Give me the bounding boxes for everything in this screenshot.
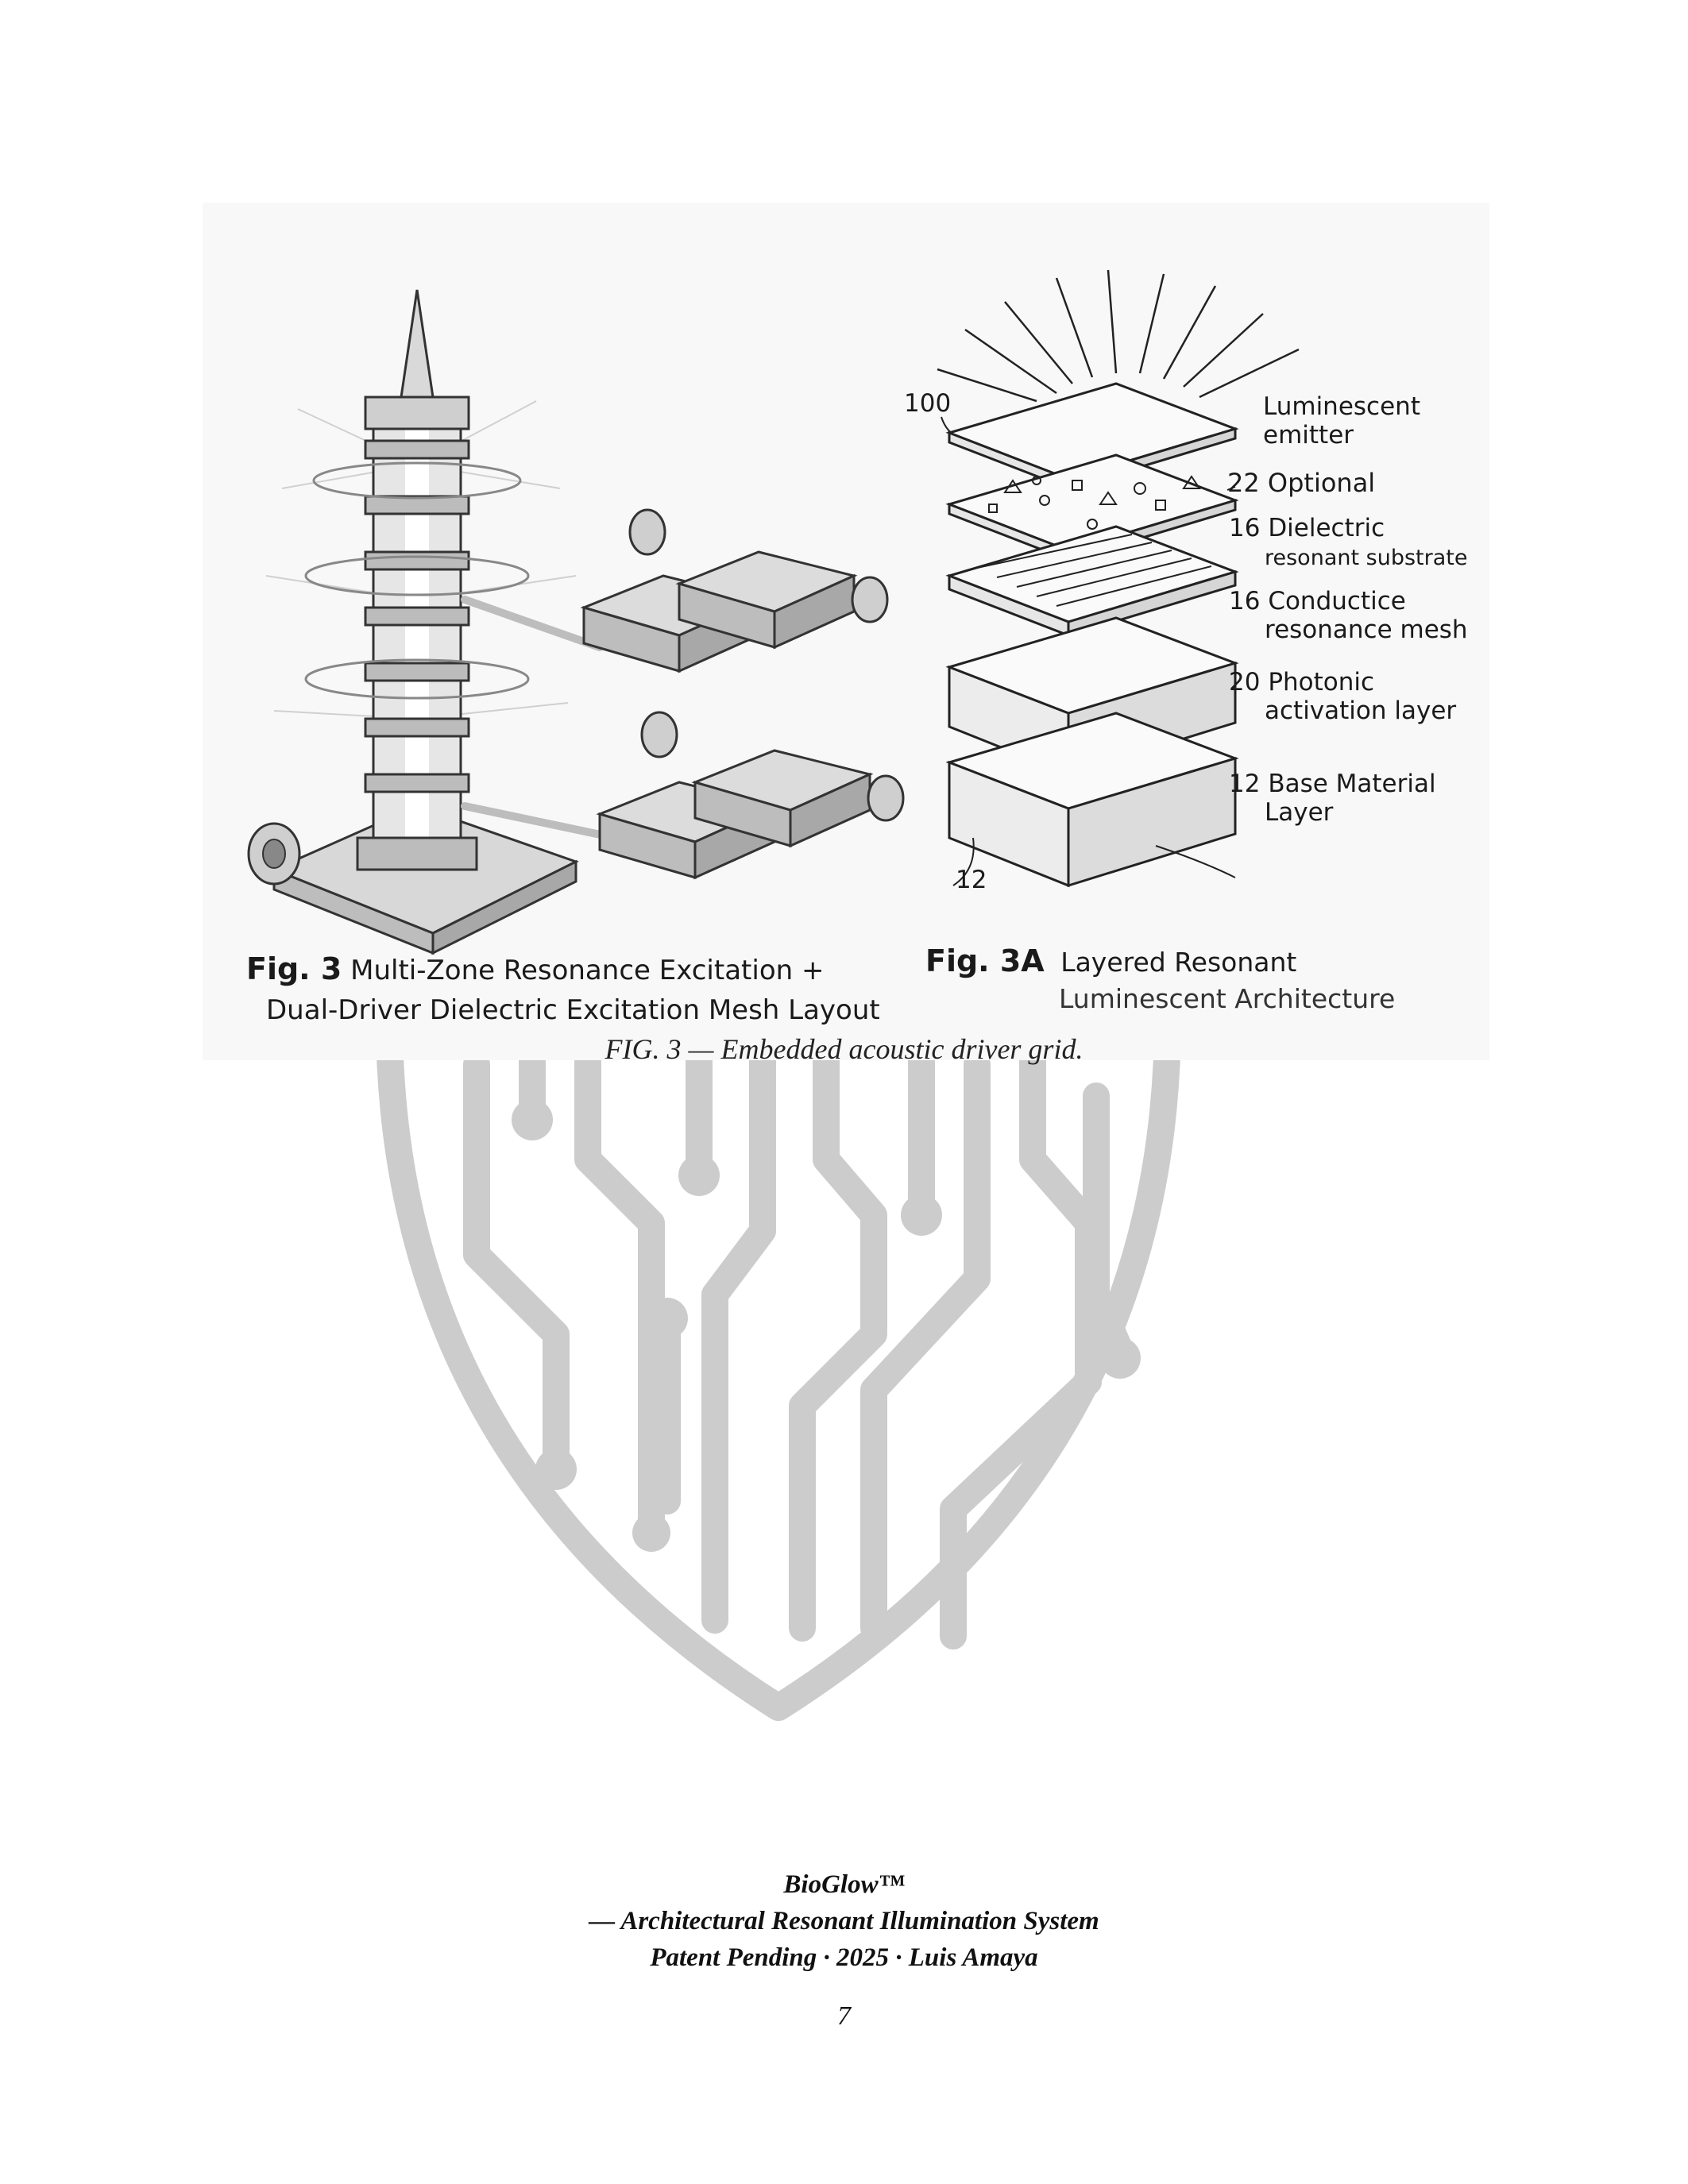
fig-3-number: Fig. 3 — [246, 951, 342, 986]
figure-caption: FIG. 3 — Embedded acoustic driver grid. — [605, 1033, 1083, 1065]
fig-3a-number: Fig. 3A — [925, 943, 1045, 978]
driver-module-cluster-upper — [580, 508, 889, 673]
footer-system-name: — Architectural Resonant Illumination Sy… — [589, 1907, 1099, 1935]
fig-3-title-line1: Multi-Zone Resonance Excitation + — [350, 955, 825, 986]
layer-label-dielectric: 16 Dielectric resonant substrate — [1229, 514, 1468, 571]
layer-2-line1: Optional — [1267, 468, 1376, 498]
driver-module-cluster-lower — [596, 711, 905, 880]
layer-5-line2: activation layer — [1265, 696, 1457, 725]
layer-6-line2: Layer — [1265, 797, 1334, 827]
layer-3-num: 16 — [1229, 514, 1261, 542]
shield-watermark-icon — [376, 1017, 1181, 1721]
layer-1-line1: Luminescent — [1263, 392, 1420, 421]
layer-label-optional: 22 Optional — [1227, 469, 1375, 498]
figure-panel: 100 12 Luminescent emitter 22 Optional 1… — [203, 203, 1489, 1060]
footer: BioGlow™ — Architectural Resonant Illumi… — [0, 1866, 1688, 1976]
reference-number-bottom: 12 — [956, 866, 987, 894]
fig-3a-title-line1: Layered Resonant — [1060, 947, 1297, 978]
footer-patent-line: Patent Pending · 2025 · Luis Amaya — [650, 1943, 1038, 1972]
layer-stack-illustration — [937, 269, 1300, 888]
layer-label-conductive-mesh: 16 Conductice resonance mesh — [1229, 587, 1468, 644]
fig-3a-title: Fig. 3A Layered Resonant Luminescent Arc… — [925, 943, 1395, 1017]
layer-6-line1: Base Material — [1268, 770, 1436, 798]
layer-1-line2: emitter — [1263, 420, 1354, 450]
layer-label-photonic: 20 Photonic activation layer — [1229, 668, 1457, 725]
layer-5-line1: Photonic — [1268, 668, 1375, 696]
reference-number-top: 100 — [904, 389, 952, 418]
figure-illustration — [247, 269, 1300, 955]
layer-4-line1: Conductice — [1268, 587, 1406, 615]
layer-4-line2: resonance mesh — [1265, 615, 1468, 644]
layer-label-emitter: Luminescent emitter — [1263, 392, 1420, 450]
layer-6-num: 12 — [1229, 770, 1261, 798]
layer-4-num: 16 — [1229, 587, 1261, 615]
layer-2-num: 22 — [1227, 468, 1260, 498]
layer-label-base: 12 Base Material Layer — [1229, 770, 1436, 827]
layer-3-line2: resonant substrate — [1265, 545, 1468, 570]
layer-3-line1: Dielectric — [1268, 514, 1385, 542]
page-number: 7 — [837, 2001, 851, 2031]
fig-3-title: Fig. 3 Multi-Zone Resonance Excitation +… — [246, 949, 880, 1030]
fig-3a-title-line2: Luminescent Architecture — [1059, 983, 1396, 1014]
footer-product-name: BioGlow™ — [783, 1870, 905, 1899]
resonance-tower-illustration — [247, 289, 579, 955]
layer-5-num: 20 — [1229, 668, 1261, 696]
fig-3-title-line2: Dual-Driver Dielectric Excitation Mesh L… — [266, 994, 880, 1026]
